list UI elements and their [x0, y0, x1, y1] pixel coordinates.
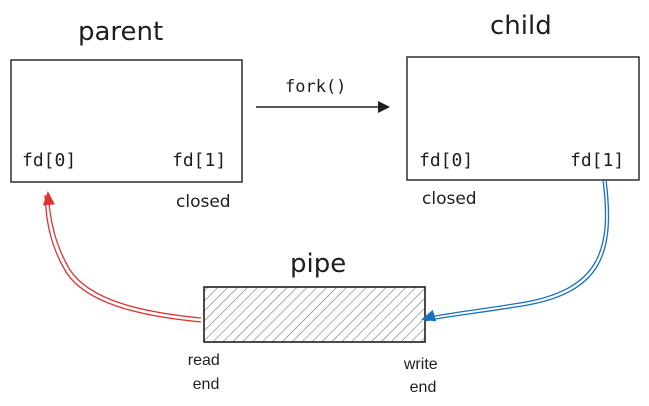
pipe-body	[203, 286, 426, 343]
child-title: child	[490, 11, 552, 41]
pipe-write-end-line-1: write	[403, 356, 438, 373]
pipe-read-end-line-1: read	[188, 352, 220, 369]
child-closed-note: closed	[422, 189, 477, 209]
parent-process: parent fd[0] fd[1] closed	[10, 17, 243, 212]
child-fd0-label: fd[0]	[419, 150, 473, 171]
child-process: child fd[0] fd[1] closed	[406, 11, 640, 209]
pipe-group: pipe read end write end	[188, 249, 442, 396]
pipe-write-end-label: write end	[403, 356, 442, 396]
fork-arrow-group: fork()	[256, 77, 390, 113]
child-fd1-label: fd[1]	[570, 150, 624, 171]
fork-label: fork()	[285, 77, 346, 97]
read-arrow	[42, 191, 202, 323]
pipe-write-end-line-2: end	[410, 379, 437, 396]
parent-box	[10, 59, 243, 183]
parent-title: parent	[78, 17, 163, 47]
write-arrow	[421, 179, 610, 322]
pipe-read-end-line-2: end	[193, 376, 220, 393]
parent-fd0-label: fd[0]	[22, 150, 76, 171]
pipe-read-end-label: read end	[188, 352, 224, 393]
parent-fd1-label: fd[1]	[172, 150, 226, 171]
child-box	[406, 56, 640, 181]
parent-closed-note: closed	[176, 192, 231, 212]
pipe-title: pipe	[290, 249, 346, 279]
